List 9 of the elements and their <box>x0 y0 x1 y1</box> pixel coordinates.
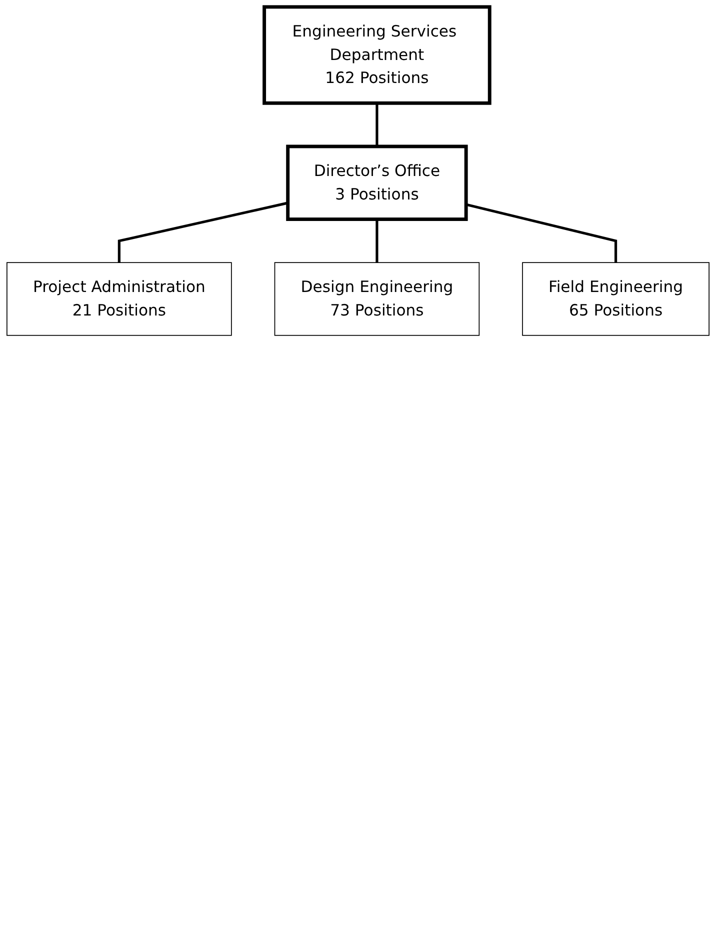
connector <box>118 202 288 263</box>
connector <box>376 219 378 263</box>
node-box: Director’s Office 3 Positions <box>286 144 468 221</box>
connector <box>376 103 378 146</box>
node-box: Project Administration 21 Positions <box>6 262 232 336</box>
node-box: Engineering Services Department 162 Positions <box>262 5 492 105</box>
node-box: Design Engineering 73 Positions <box>274 262 480 336</box>
node-box: Field Engineering 65 Positions <box>522 262 710 336</box>
connector <box>466 203 618 263</box>
